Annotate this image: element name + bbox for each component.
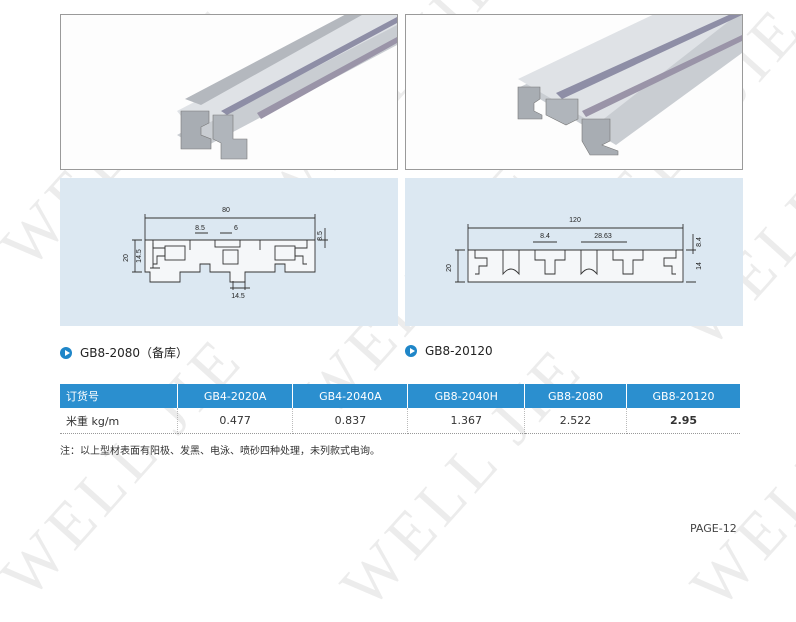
- table-header: GB4-2020A: [177, 384, 294, 408]
- table-header: GB8-20120: [626, 384, 740, 408]
- footnote: 注：以上型材表面有阳极、发黑、电泳、喷砂四种处理，未列款式电询。: [60, 446, 380, 457]
- product-photo-gb8-2080: [60, 1, 398, 170]
- table-cell: 0.477: [177, 408, 294, 434]
- page-label: PAGE: [690, 522, 719, 535]
- row-label: 米重 kg/m: [60, 408, 178, 434]
- dim-height: 20: [446, 264, 453, 272]
- dim-side: 8.4: [696, 237, 703, 247]
- play-bullet-icon: [405, 345, 417, 357]
- caption-text: GB8-2080（备库）: [80, 346, 189, 360]
- table-header: GB4-2040A: [292, 384, 409, 408]
- table-header: 订货号: [60, 384, 178, 408]
- dim-slot: 8.5: [195, 225, 205, 232]
- dim-slot-depth: 6: [234, 225, 238, 232]
- table-header: GB8-2080: [524, 384, 628, 408]
- dim-width: 80: [222, 207, 230, 214]
- dim-slot: 8.4: [540, 233, 550, 240]
- table-cell: 1.367: [407, 408, 526, 434]
- drawing-gb8-20120: 120 20 8.4 28.63 8.4 14: [405, 178, 743, 326]
- table-cell: 0.837: [292, 408, 409, 434]
- dim-height: 20: [123, 254, 130, 262]
- caption-gb8-20120: GB8-20120: [405, 344, 493, 358]
- table-row: 米重 kg/m 0.477 0.837 1.367 2.522 2.95: [60, 408, 740, 434]
- caption-text: GB8-20120: [425, 344, 493, 358]
- page-value: 12: [722, 522, 737, 535]
- table-cell: 2.522: [524, 408, 628, 434]
- dim-flange: 14.5: [136, 249, 143, 263]
- dim-width: 120: [569, 217, 581, 224]
- play-bullet-icon: [60, 346, 72, 359]
- dim-side: 8.5: [317, 231, 324, 241]
- product-photo-gb8-20120: [405, 0, 743, 170]
- caption-gb8-2080: GB8-2080（备库）: [60, 344, 188, 361]
- watermark: WELL JIE: [676, 332, 796, 622]
- weight-table: 订货号 GB4-2020A GB4-2040A GB8-2040H GB8-20…: [60, 384, 740, 434]
- table-header: GB8-2040H: [407, 384, 526, 408]
- drawing-gb8-2080: 80 20 8.5 6 14.5 14.5 8.5: [60, 178, 398, 326]
- dim-pitch: 28.63: [594, 233, 612, 240]
- dim-side-height: 14: [696, 262, 703, 270]
- dim-flange-bottom: 14.5: [231, 293, 245, 300]
- table-header-row: 订货号 GB4-2020A GB4-2040A GB8-2040H GB8-20…: [60, 384, 740, 408]
- watermark: WELL JIE: [0, 322, 257, 612]
- table-cell: 2.95: [626, 408, 740, 434]
- page-number: PAGE-12: [690, 522, 737, 535]
